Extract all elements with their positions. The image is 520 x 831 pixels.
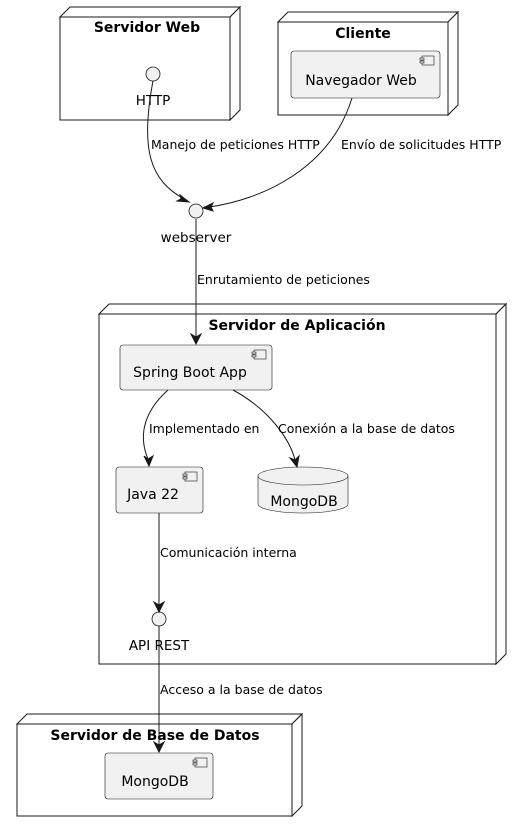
spring-boot-app-label: Spring Boot App — [133, 365, 247, 381]
component-icon — [192, 757, 208, 768]
http-interface-icon — [145, 66, 161, 82]
edge-client-to-webserver: Envío de solicitudes HTTP — [201, 97, 502, 212]
component-navegador-web: Navegador Web — [290, 50, 441, 99]
edge-label-conexion: Conexión a la base de datos — [278, 421, 455, 436]
edge-label-enrutamiento: Enrutamiento de peticiones — [197, 272, 370, 287]
edge-spring-to-java: Implementado en — [143, 389, 259, 468]
navegador-web-label: Navegador Web — [305, 73, 417, 89]
node-servidor-aplicacion: Servidor de Aplicación Spring Boot App J… — [97, 302, 508, 666]
node-title-cliente: Cliente — [335, 26, 391, 42]
node-title-servidor-web: Servidor Web — [94, 20, 200, 36]
edge-http-to-webserver: Manejo de peticiones HTTP — [147, 80, 320, 203]
mongodb-app-label: MongoDB — [270, 494, 337, 510]
component-mongodb: MongoDB — [104, 752, 214, 800]
node-title-servidor-base-datos: Servidor de Base de Datos — [50, 728, 259, 744]
component-icon — [182, 471, 198, 482]
node-servidor-web: Servidor Web HTTP — [58, 5, 242, 122]
edge-label-client: Envío de solicitudes HTTP — [341, 137, 502, 152]
edge-label-comunicacion: Comunicación interna — [160, 545, 297, 560]
java-22-label: Java 22 — [126, 487, 179, 503]
component-java-22: Java 22 — [115, 466, 204, 514]
edge-java-to-api: Comunicación interna — [152, 513, 297, 614]
edge-webserver-to-spring: Enrutamiento de peticiones — [189, 219, 370, 346]
node-servidor-base-datos: Servidor de Base de Datos MongoDB — [15, 712, 304, 818]
component-icon — [419, 55, 435, 66]
node-cliente: Cliente Navegador Web — [276, 10, 460, 117]
api-rest-interface-icon — [151, 611, 167, 627]
node-title-servidor-aplicacion: Servidor de Aplicación — [208, 318, 385, 334]
edge-label-acceso: Acceso a la base de datos — [160, 682, 323, 697]
edge-spring-to-mongo: Conexión a la base de datos — [232, 389, 455, 469]
edge-label-implementado: Implementado en — [149, 421, 259, 436]
mongodb-label: MongoDB — [121, 774, 188, 790]
edge-api-to-db: Acceso a la base de datos — [152, 626, 323, 754]
component-icon — [251, 349, 267, 360]
database-mongodb-app: MongoDB — [257, 466, 349, 514]
http-interface-label: HTTP — [136, 93, 171, 109]
edge-label-http: Manejo de peticiones HTTP — [151, 137, 320, 152]
component-spring-boot-app: Spring Boot App — [119, 344, 273, 391]
webserver-interface-icon — [188, 203, 204, 219]
